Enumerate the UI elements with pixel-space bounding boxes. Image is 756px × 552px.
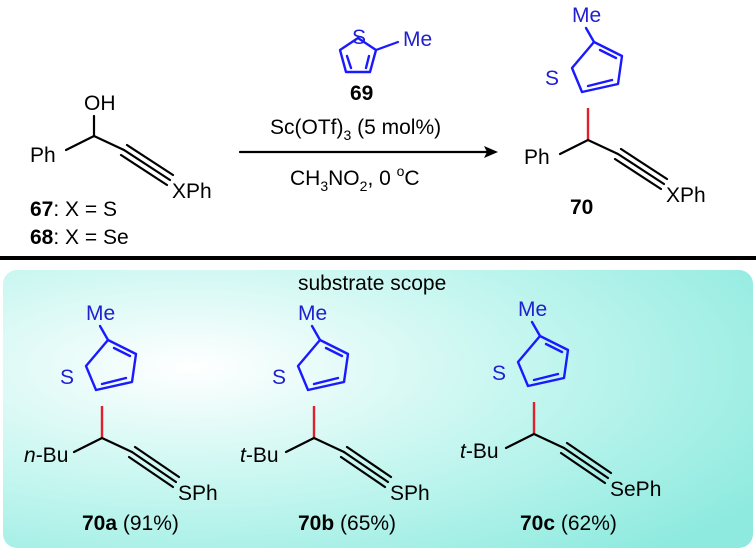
sm-label-67: 67: X = S	[30, 198, 117, 221]
svg-text:S: S	[60, 366, 74, 389]
svg-text:t-Bu: t-Bu	[240, 444, 279, 467]
svg-text:SPh: SPh	[390, 482, 430, 505]
prod-Me-label: Me	[572, 4, 601, 27]
scope-item-70c: Me S t-Bu SePh 70c (62%)	[460, 298, 661, 535]
svg-text:SPh: SPh	[178, 482, 218, 505]
svg-text:SePh: SePh	[610, 478, 661, 501]
thiophene-ring	[516, 334, 570, 388]
catalyst-text: Sc(OTf)3 (5 mol%)	[270, 116, 441, 143]
sm-XPh-label: XPh	[172, 180, 212, 203]
reagent-number: 69	[350, 82, 373, 105]
sm-label-68: 68: X = Se	[30, 226, 129, 249]
sm-Ph-label: Ph	[30, 144, 56, 167]
svg-text:70c (62%): 70c (62%)	[520, 512, 617, 535]
thiophene-ring	[296, 338, 350, 392]
svg-text:Me: Me	[86, 302, 115, 325]
scope-item-70a: Me S n-Bu SPh 70a (91%)	[24, 302, 218, 535]
svg-text:Me: Me	[518, 298, 547, 321]
svg-text:S: S	[492, 362, 506, 385]
svg-text:S: S	[272, 366, 286, 389]
scope-panel	[3, 270, 753, 548]
solvent-text: CH3NO2, 0 oC	[290, 163, 420, 194]
svg-text:Me: Me	[298, 302, 327, 325]
scope-title: substrate scope	[298, 272, 446, 295]
starting-material-structure: OH Ph XPh 67: X = S 68: X = Se	[30, 92, 212, 249]
thiophene-ring	[84, 338, 138, 392]
svg-text:t-Bu: t-Bu	[460, 440, 499, 463]
prod-XPh-label: XPh	[666, 184, 706, 207]
svg-text:70a (91%): 70a (91%)	[82, 512, 179, 535]
svg-text:n-Bu: n-Bu	[24, 444, 68, 467]
product-70-structure: Me S Ph XPh 70	[524, 4, 706, 219]
prod-number: 70	[570, 196, 593, 219]
reagent-Me-label: Me	[403, 28, 432, 51]
sm-OH-label: OH	[84, 92, 116, 115]
reagent-S-label: S	[352, 26, 366, 49]
prod-thiophene-ring	[570, 40, 624, 94]
prod-S-label: S	[545, 67, 559, 90]
reagent-69-structure: S Me 69	[338, 26, 432, 105]
scope-item-70b: Me S t-Bu SPh 70b (65%)	[240, 302, 430, 535]
thiophene-ring	[338, 36, 378, 74]
prod-Ph-label: Ph	[524, 146, 550, 169]
svg-text:70b (65%): 70b (65%)	[298, 512, 396, 535]
